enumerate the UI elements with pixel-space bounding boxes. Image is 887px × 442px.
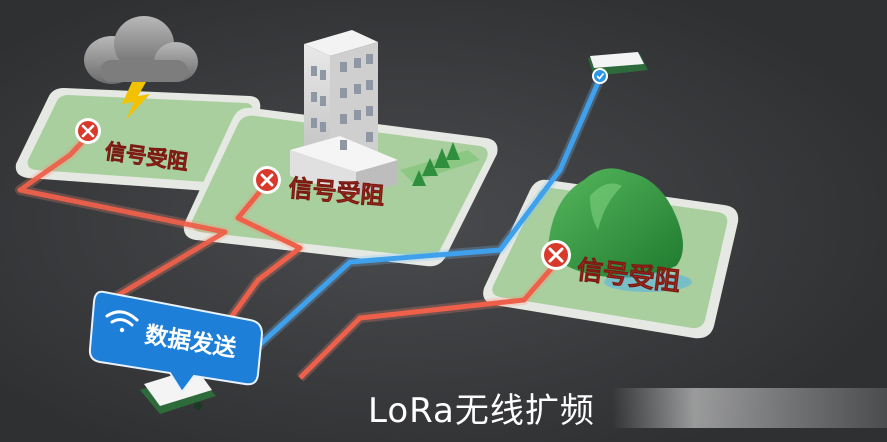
lightning-icon bbox=[122, 82, 150, 120]
wifi-icon bbox=[105, 310, 139, 333]
blocked-path-storm-glow bbox=[15, 136, 230, 305]
received-marker bbox=[592, 68, 608, 84]
data-send-badge: 数据发送 bbox=[88, 290, 264, 394]
office-building bbox=[290, 30, 480, 196]
blocked-marker-mountain bbox=[541, 240, 571, 270]
storm-cloud-icon bbox=[84, 16, 198, 120]
check-icon bbox=[596, 73, 605, 80]
blocked-path-building bbox=[183, 181, 303, 382]
x-icon bbox=[548, 247, 564, 263]
trees bbox=[412, 142, 460, 186]
blocked-path-storm bbox=[17, 138, 228, 303]
blocked-path-building-glow bbox=[181, 179, 305, 383]
platform-storm bbox=[15, 88, 261, 192]
blocked-marker-storm bbox=[75, 118, 101, 144]
blocked-path-mountain bbox=[298, 260, 559, 380]
x-icon bbox=[81, 124, 95, 138]
caption: LoRa无线扩频 bbox=[368, 391, 595, 431]
x-icon bbox=[260, 173, 274, 187]
blocked-marker-building bbox=[253, 166, 281, 194]
clear-path-receiver-glow bbox=[226, 76, 605, 376]
mountain-icon bbox=[548, 168, 692, 292]
blocked-path-mountain-glow bbox=[296, 258, 561, 382]
caption-overlay bbox=[612, 388, 887, 428]
signal-paths bbox=[15, 76, 605, 383]
clear-path-receiver bbox=[228, 77, 603, 374]
